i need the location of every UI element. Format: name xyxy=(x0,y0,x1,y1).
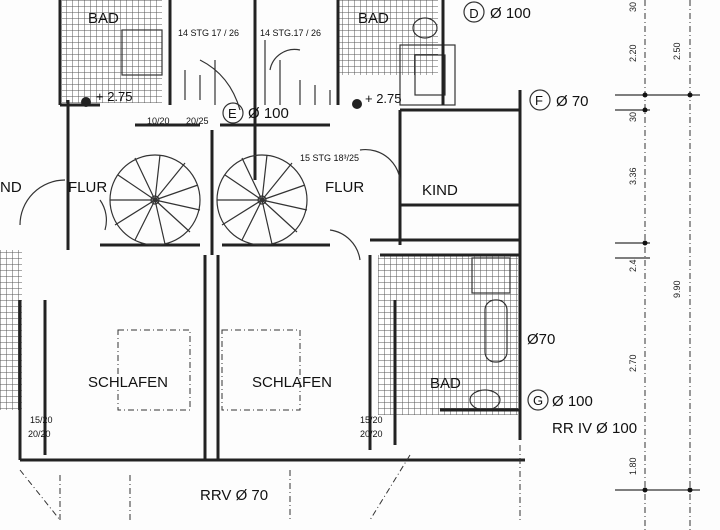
dim-3: 2.50 xyxy=(672,42,682,60)
dim-8: 2.70 xyxy=(628,354,638,372)
pipe-d-letter: D xyxy=(469,6,478,21)
pipe-bath-size: Ø70 xyxy=(527,331,555,348)
spiral-stair-label: 15 STG 18³/25 xyxy=(300,153,359,163)
stair-label-left: 14 STG 17 / 26 xyxy=(178,28,239,38)
spiral-stair-left xyxy=(109,154,201,246)
room-label-flur-right: FLUR xyxy=(325,179,364,196)
tiled-floor-bad-bottom xyxy=(378,255,518,415)
dim-1: 30 xyxy=(628,2,638,12)
room-label-bad-top-left: BAD xyxy=(88,10,119,27)
dim-2: 2.20 xyxy=(628,44,638,62)
opening-left-b: 20/25 xyxy=(186,116,209,126)
pipe-rr-iv: RR IV Ø 100 xyxy=(552,420,637,437)
room-label-kind-partial: ND xyxy=(0,179,22,196)
level-right: + 2.75 xyxy=(365,91,402,106)
tiled-floor-bad-top-left xyxy=(62,0,162,103)
opening-bottom-left-b: 20/20 xyxy=(28,429,51,439)
stair-label-right: 14 STG.17 / 26 xyxy=(260,28,321,38)
level-left: + 2.75 xyxy=(96,89,133,104)
room-label-kind: KIND xyxy=(422,182,458,199)
dim-6: 2.4 xyxy=(628,259,638,272)
opening-bottom-left-a: 15/20 xyxy=(30,415,53,425)
opening-bottom-right-b: 20/20 xyxy=(360,429,383,439)
tiled-floor-left-edge xyxy=(0,250,22,410)
room-label-bad-bottom: BAD xyxy=(430,375,461,392)
dim-5: 3.36 xyxy=(628,167,638,185)
pipe-g-size: Ø 100 xyxy=(552,393,593,410)
opening-left-a: 10/20 xyxy=(147,116,170,126)
pipe-f-letter: F xyxy=(535,93,543,108)
pipe-f-size: Ø 70 xyxy=(556,93,589,110)
pipe-e-size: Ø 100 xyxy=(248,105,289,122)
room-label-schlafen-left: SCHLAFEN xyxy=(88,374,168,391)
pipe-d-size: Ø 100 xyxy=(490,5,531,22)
room-label-bad-top-right: BAD xyxy=(358,10,389,27)
spiral-stair-right xyxy=(216,154,308,246)
pipe-rrv: RRV Ø 70 xyxy=(200,487,268,504)
dim-4: 30 xyxy=(628,112,638,122)
dim-9: 1.80 xyxy=(628,457,638,475)
pipe-e-letter: E xyxy=(228,106,237,121)
pipe-g-letter: G xyxy=(533,393,543,408)
dim-7: 9.90 xyxy=(672,280,682,298)
room-label-flur-left: FLUR xyxy=(68,179,107,196)
opening-bottom-right-a: 15/20 xyxy=(360,415,383,425)
room-label-schlafen-right: SCHLAFEN xyxy=(252,374,332,391)
